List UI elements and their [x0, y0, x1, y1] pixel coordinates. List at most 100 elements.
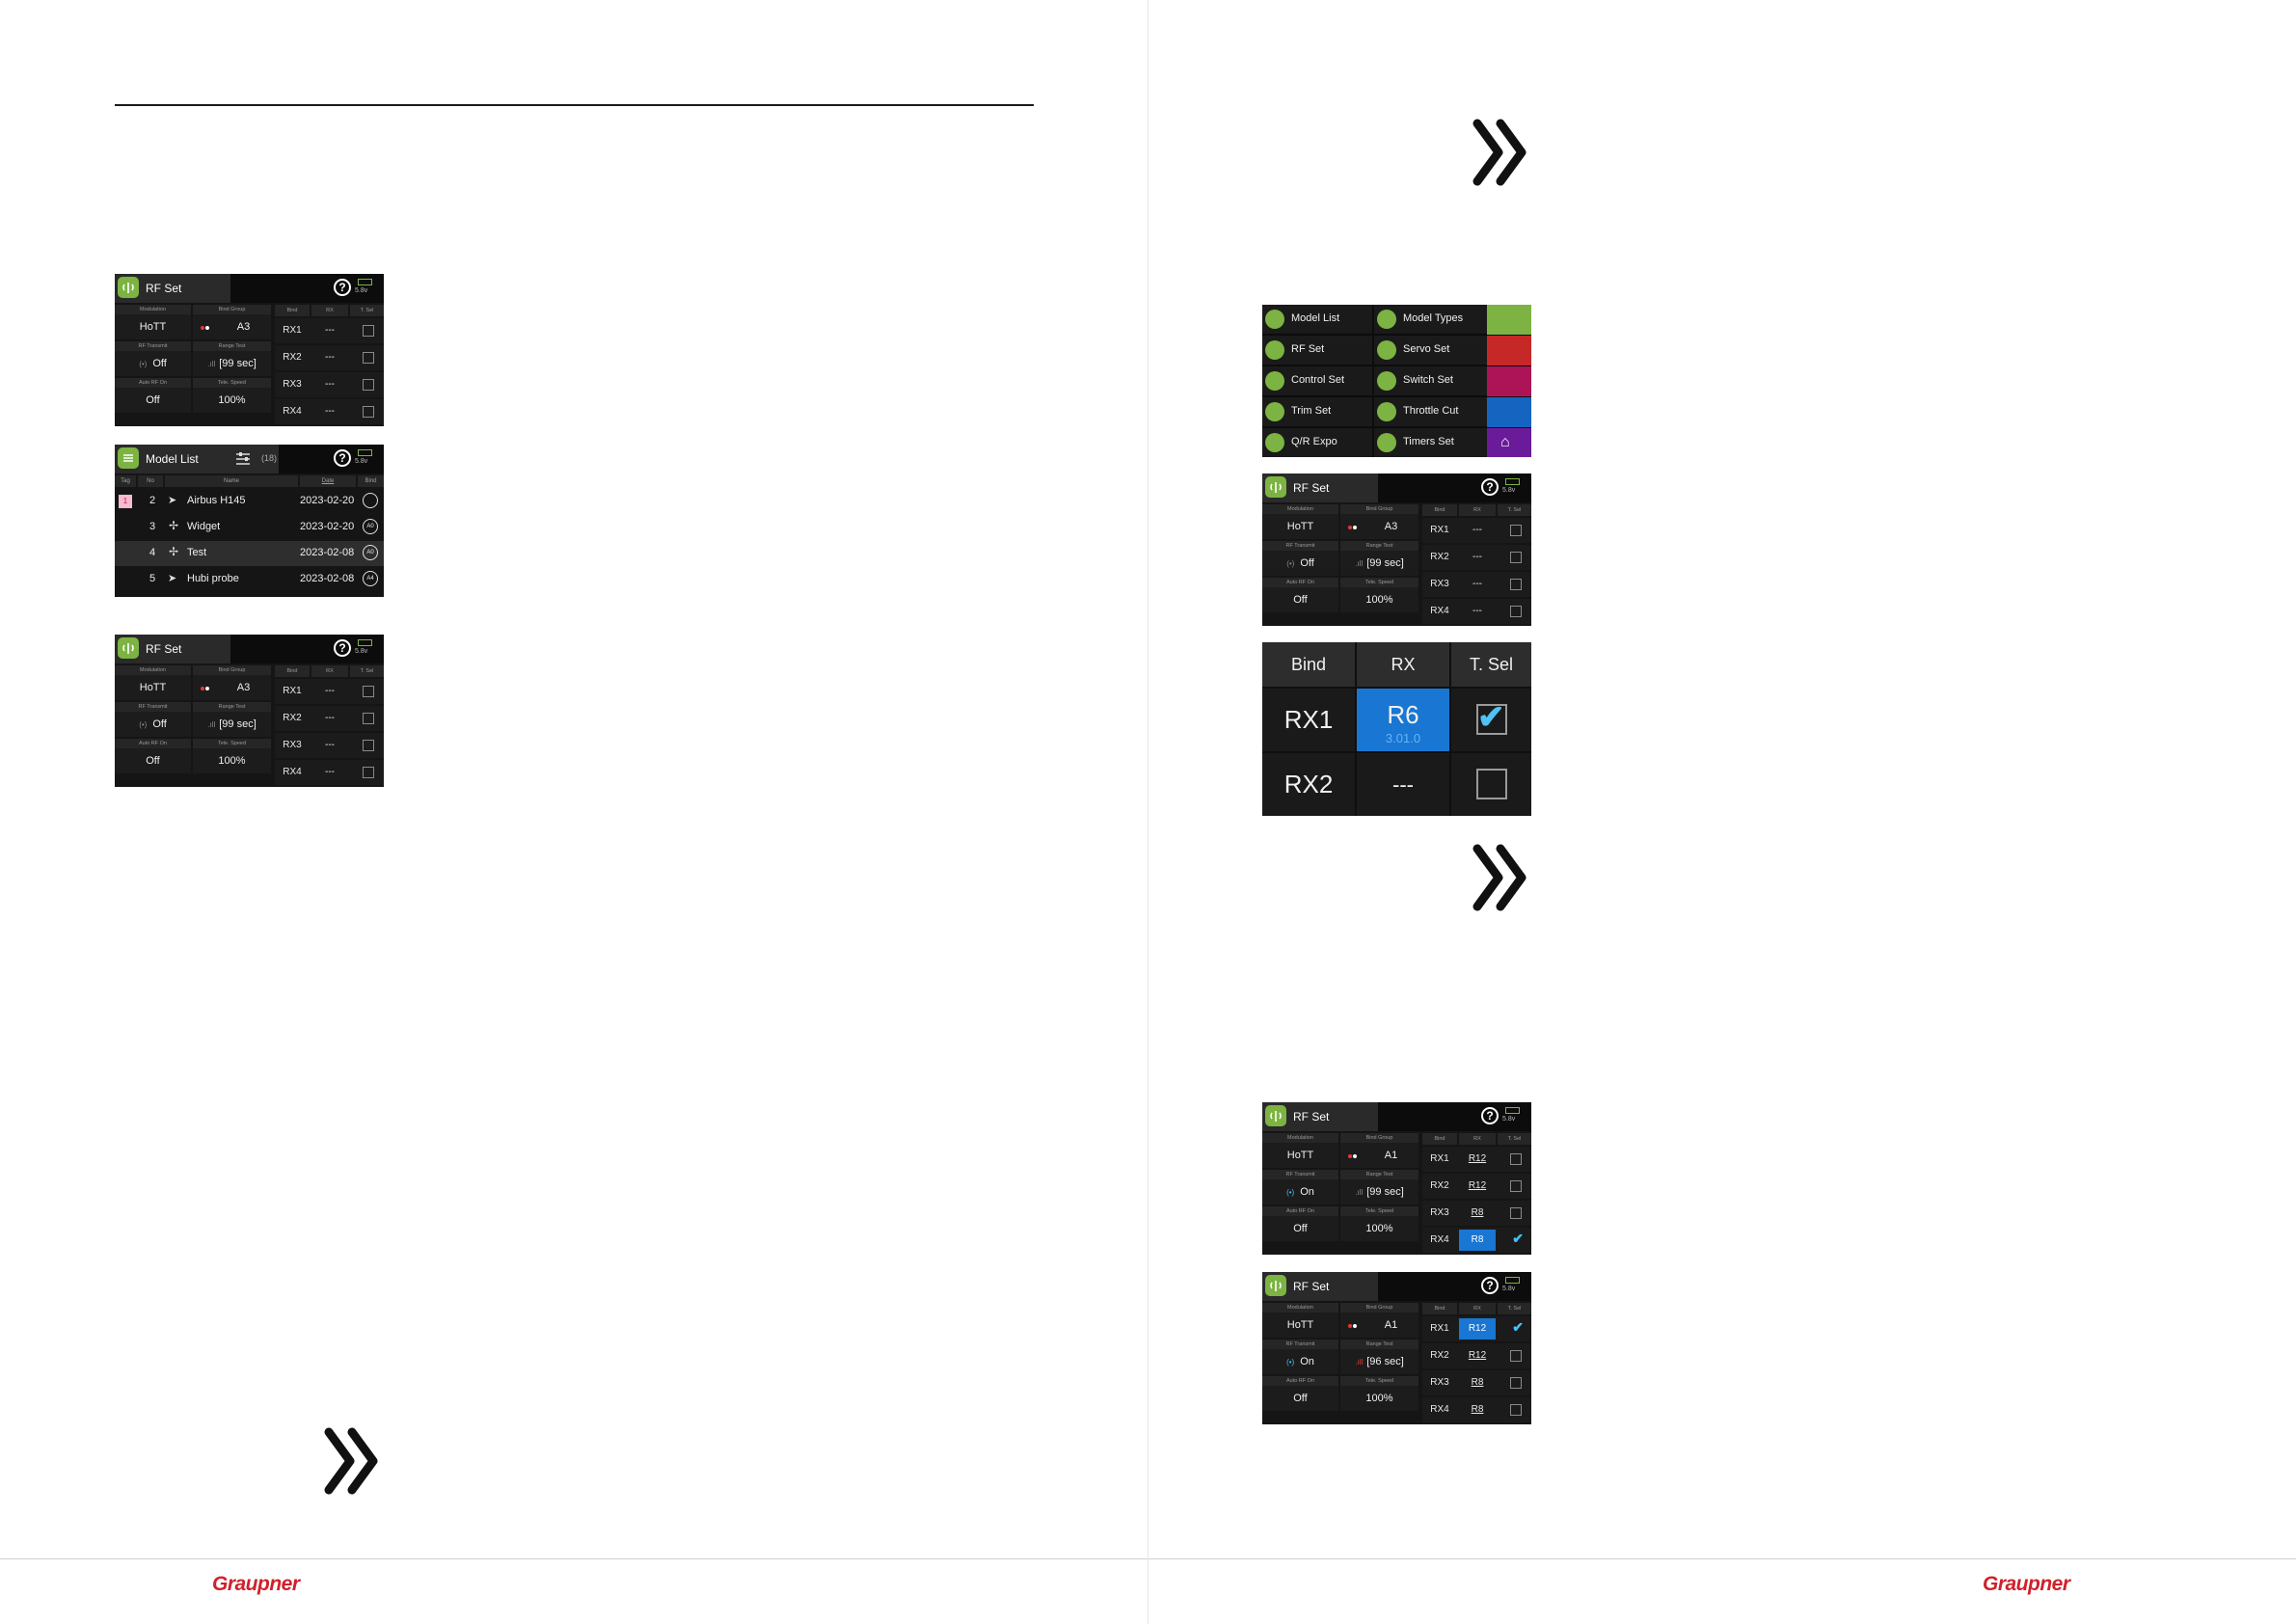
sort-icon[interactable]	[234, 450, 252, 468]
tsel-checkbox[interactable]	[363, 379, 374, 391]
rx-row[interactable]: RX3---	[1422, 572, 1531, 597]
rx-cell[interactable]: ---	[1357, 753, 1449, 816]
rf-transmit-value[interactable]: (•)On	[1262, 1179, 1338, 1204]
model-row[interactable]: 3 ✢ Widget 2023-02-20 A0	[115, 515, 384, 540]
menu-item-switch-set[interactable]: Switch Set	[1374, 366, 1487, 395]
tsel-checkbox[interactable]	[1476, 769, 1507, 799]
help-icon[interactable]: ?	[334, 449, 351, 467]
bind-group-value[interactable]: A1	[1340, 1313, 1418, 1338]
menu-item-model-list[interactable]: Model List	[1262, 305, 1372, 334]
tsel-checkbox[interactable]	[1510, 1350, 1522, 1362]
tele-speed-value[interactable]: 100%	[1340, 1216, 1418, 1241]
menu-item-throttle-cut[interactable]: Throttle Cut	[1374, 397, 1487, 426]
bind-group-value[interactable]: A3	[193, 675, 271, 700]
tele-speed-value[interactable]: 100%	[193, 388, 271, 413]
bind-group-value[interactable]: A3	[1340, 514, 1418, 539]
tele-speed-value[interactable]: 100%	[1340, 587, 1418, 612]
rf-transmit-value[interactable]: (•)On	[1262, 1349, 1338, 1374]
rx-row[interactable]: RX2---	[275, 345, 384, 370]
rx-row[interactable]: RX1---	[1422, 518, 1531, 543]
home-tab-icon[interactable]: ⌂	[1487, 428, 1531, 457]
rx-row[interactable]: RX2---	[275, 706, 384, 731]
tsel-checkbox[interactable]	[1510, 606, 1522, 617]
model-row[interactable]: 4 ✢ Test 2023-02-08 A0	[115, 541, 384, 566]
modulation-value[interactable]: HoTT	[1262, 1313, 1338, 1338]
tsel-checkbox[interactable]	[1510, 525, 1522, 536]
tsel-checkbox[interactable]	[363, 713, 374, 724]
help-icon[interactable]: ?	[1481, 1277, 1499, 1294]
tsel-checkbox[interactable]	[1510, 1377, 1522, 1389]
rf-transmit-value[interactable]: (•)Off	[1262, 551, 1338, 576]
range-test-value[interactable]: .ıll[99 sec]	[193, 351, 271, 376]
modulation-value[interactable]: HoTT	[1262, 514, 1338, 539]
menu-item-servo-set[interactable]: Servo Set	[1374, 336, 1487, 365]
tsel-checkbox[interactable]	[363, 767, 374, 778]
range-test-value[interactable]: .ıll[99 sec]	[1340, 551, 1418, 576]
rx-row[interactable]: RX3---	[275, 733, 384, 758]
menu-item-model-types[interactable]: Model Types	[1374, 305, 1487, 334]
bind-group-value[interactable]: A1	[1340, 1143, 1418, 1168]
rx-row[interactable]: RX1---	[275, 318, 384, 343]
auto-rf-value[interactable]: Off	[1262, 1216, 1338, 1241]
bind-slot-rx2[interactable]: RX2	[1262, 753, 1355, 816]
check-icon[interactable]: ✔	[1512, 1231, 1524, 1246]
menu-item-control-set[interactable]: Control Set	[1262, 366, 1372, 395]
rx-row[interactable]: RX3---	[275, 372, 384, 397]
help-icon[interactable]: ?	[334, 279, 351, 296]
search-tab-icon[interactable]	[1487, 397, 1531, 427]
tele-speed-value[interactable]: 100%	[193, 748, 271, 773]
bind-slot-rx1[interactable]: RX1	[1262, 689, 1355, 751]
help-icon[interactable]: ?	[1481, 478, 1499, 496]
tsel-checkbox[interactable]	[363, 352, 374, 364]
range-test-value[interactable]: .ıll[99 sec]	[1340, 1179, 1418, 1204]
modulation-value[interactable]: HoTT	[1262, 1143, 1338, 1168]
date-col-header[interactable]: Date	[300, 475, 356, 487]
rf-transmit-value[interactable]: (•)Off	[115, 351, 191, 376]
tsel-checkbox[interactable]	[1510, 579, 1522, 590]
range-test-value[interactable]: .ıll[96 sec]	[1340, 1349, 1418, 1374]
menu-item-timers-set[interactable]: Timers Set	[1374, 428, 1487, 457]
speaker-tab-icon[interactable]	[1487, 366, 1531, 396]
bind-group-value[interactable]: A3	[193, 314, 271, 339]
rx-row[interactable]: RX4---	[275, 760, 384, 785]
help-icon[interactable]: ?	[334, 639, 351, 657]
tele-speed-value[interactable]: 100%	[1340, 1386, 1418, 1411]
rx-row[interactable]: RX2---	[1422, 545, 1531, 570]
model-tab-icon[interactable]	[1487, 305, 1531, 335]
rf-transmit-value[interactable]: (•)Off	[115, 712, 191, 737]
auto-rf-value[interactable]: Off	[1262, 1386, 1338, 1411]
rx-cell-selected[interactable]: R6 3.01.0	[1357, 689, 1449, 751]
tsel-cell[interactable]: ✔	[1451, 689, 1531, 751]
check-icon[interactable]: ✔	[1512, 1319, 1524, 1335]
rx-row[interactable]: RX1---	[275, 679, 384, 704]
tsel-checkbox[interactable]	[363, 325, 374, 337]
tsel-cell[interactable]	[1451, 753, 1531, 816]
range-test-value[interactable]: .ıll[99 sec]	[193, 712, 271, 737]
menu-item-rf-set[interactable]: RF Set	[1262, 336, 1372, 365]
modulation-value[interactable]: HoTT	[115, 675, 191, 700]
rx-row[interactable]: RX4---	[1422, 599, 1531, 624]
tsel-checkbox[interactable]	[1510, 1404, 1522, 1416]
tsel-checkbox[interactable]	[1476, 704, 1507, 735]
function-tab-icon[interactable]	[1487, 336, 1531, 365]
tsel-checkbox[interactable]	[1510, 552, 1522, 563]
rx-row[interactable]: RX4---	[275, 399, 384, 424]
tsel-checkbox[interactable]	[1510, 1153, 1522, 1165]
tsel-checkbox[interactable]	[1510, 1180, 1522, 1192]
auto-rf-value[interactable]: Off	[1262, 587, 1338, 612]
auto-rf-value[interactable]: Off	[115, 388, 191, 413]
model-row[interactable]: 1 2 ➤ Airbus H145 2023-02-20	[115, 489, 384, 514]
help-icon[interactable]: ?	[1481, 1107, 1499, 1124]
menu-item-trim-set[interactable]: Trim Set	[1262, 397, 1372, 426]
auto-rf-value[interactable]: Off	[115, 748, 191, 773]
tsel-checkbox[interactable]	[363, 686, 374, 697]
tsel-checkbox[interactable]	[363, 406, 374, 418]
